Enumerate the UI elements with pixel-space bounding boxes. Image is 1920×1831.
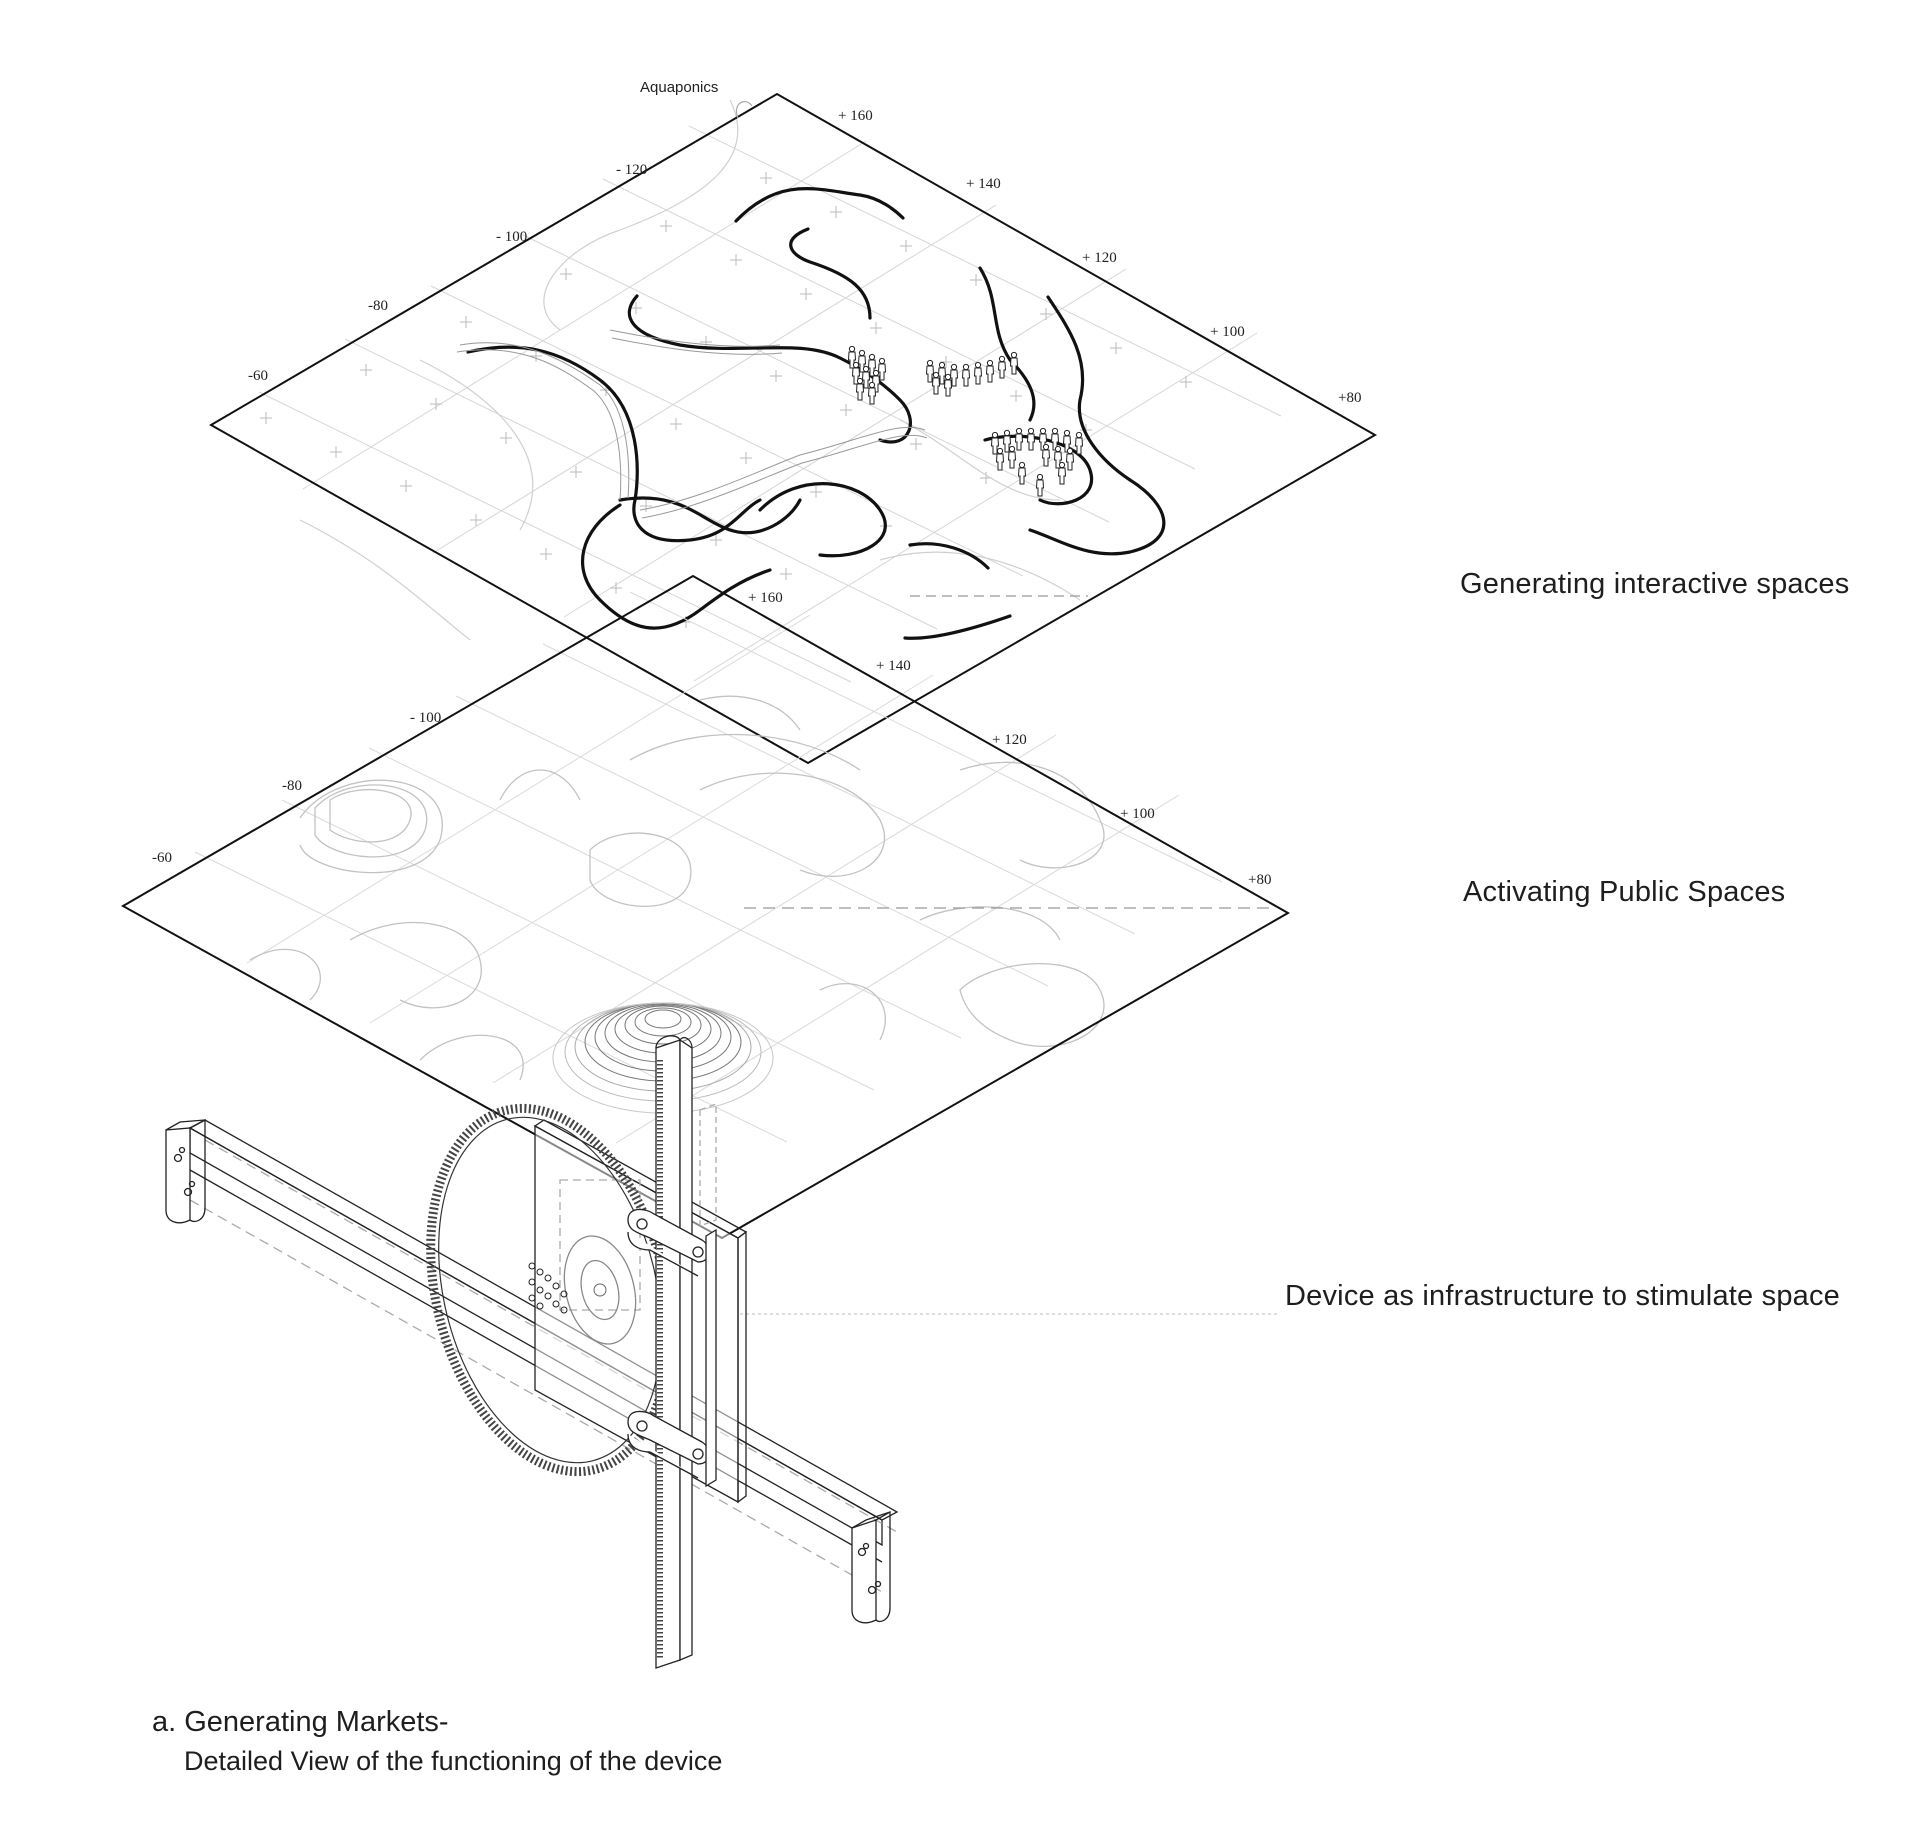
- middle-plane: -60 -80 - 100 + 160 + 140 + 120 + 100 +8…: [120, 574, 1291, 1240]
- device-right-bracket: [851, 1510, 891, 1624]
- device-linkage-upper: [627, 1208, 710, 1277]
- caption-title: a. Generating Markets-: [152, 1706, 449, 1738]
- device-bolt-cluster: [528, 1262, 568, 1314]
- middle-tick-left-1: -80: [282, 778, 302, 794]
- crowd-group-1: [848, 345, 886, 405]
- middle-tick-left-0: -60: [152, 850, 172, 866]
- middle-plane-contours: [249, 695, 1105, 1081]
- top-plane-paths: [466, 187, 1166, 640]
- device-hub: [593, 1283, 607, 1297]
- top-tick-left-0: -60: [248, 368, 268, 384]
- top-plane-faint-paths: [299, 99, 1081, 641]
- device-front-strip: [705, 1228, 717, 1488]
- top-tick-left-2: - 100: [496, 229, 527, 245]
- top-tick-right-2: + 120: [1082, 250, 1117, 266]
- aquaponics-label: Aquaponics: [640, 79, 718, 96]
- top-tick-left-1: -80: [368, 298, 388, 314]
- middle-plane-grid: [194, 591, 1223, 1144]
- top-plane-flow-lines: [456, 329, 928, 519]
- top-tick-right-4: +80: [1338, 390, 1361, 406]
- top-plane-markers: [260, 172, 1192, 628]
- middle-tick-right-4: +80: [1248, 872, 1271, 888]
- middle-tick-right-0: + 160: [748, 590, 783, 606]
- top-plane-boundary: [208, 92, 1378, 765]
- layer-label-device: Device as infrastructure to stimulate sp…: [1285, 1280, 1840, 1312]
- middle-tick-left-2: - 100: [410, 710, 441, 726]
- top-tick-right-0: + 160: [838, 108, 873, 124]
- middle-tick-right-1: + 140: [876, 658, 911, 674]
- crowd-group-2: [926, 351, 1018, 397]
- top-plane-grid: [258, 125, 1282, 683]
- top-plane: Aquaponics -60 -80 - 100 - 120 + 160 + 1…: [208, 79, 1378, 765]
- aquaponics-marker: [735, 101, 753, 119]
- middle-plane-boundary: [120, 574, 1291, 1240]
- device-left-bracket: [165, 1118, 206, 1224]
- middle-tick-right-2: + 120: [992, 732, 1027, 748]
- device-vertical-rack: [655, 1035, 717, 1669]
- middle-tick-right-3: + 100: [1120, 806, 1155, 822]
- top-tick-right-1: + 140: [966, 176, 1001, 192]
- device-linkage-lower: [627, 1410, 710, 1479]
- caption-subtitle: Detailed View of the functioning of the …: [184, 1746, 723, 1776]
- layer-label-interactive-spaces: Generating interactive spaces: [1460, 568, 1850, 600]
- top-tick-left-3: - 120: [616, 162, 647, 178]
- device: [165, 1035, 899, 1669]
- layer-label-public-spaces: Activating Public Spaces: [1463, 876, 1786, 908]
- top-tick-right-3: + 100: [1210, 324, 1245, 340]
